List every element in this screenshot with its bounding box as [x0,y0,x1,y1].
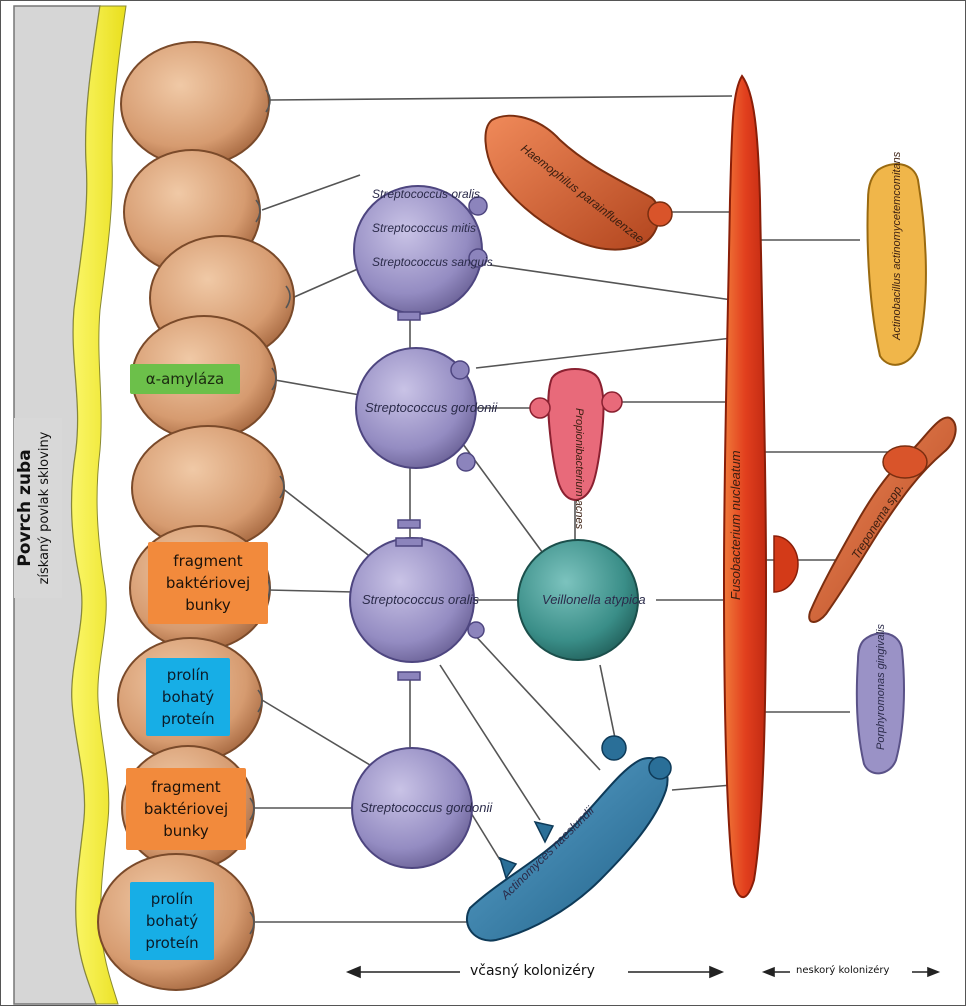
label-strep-gordonii-top: Streptococcus gordonii [365,400,498,415]
receptor-label-fragment-2: fragment baktériovej bunky [126,768,246,850]
receptor-label-prolin-2: prolín bohatý proteín [130,882,214,960]
receptor-cell-1 [121,42,269,166]
label-porphyromonas: Porphyromonas gingivalis [875,624,887,750]
label-strep-oralis-top: Streptococcus oralis [372,187,480,201]
actinomyces-adhesin-2 [649,757,671,779]
label-actinobacillus: Actinobacillus actinomycetemcomitans [891,151,903,341]
label-strep-mitis: Streptococcus mitis [372,221,476,235]
label-propionibacterium: Propionibacterium acnes [573,408,585,530]
receptor-label-amylase: α-amyláza [130,364,240,394]
propionibacterium-adhesin-2 [602,392,622,412]
receptor-label-fragment-1: fragment baktériovej bunky [148,542,268,624]
tooth-surface-subtitle: získaný povlak skloviny [36,408,54,608]
streptococcus-group-cell [354,186,482,314]
receptor-label-prolin-1: prolín bohatý proteín [146,658,230,736]
haemophilus-adhesin [648,202,672,226]
fusobacterium-adhesin [774,536,798,592]
label-fusobacterium: Fusobacterium nucleatum [728,450,743,600]
label-strep-oralis-mid: Streptococcus oralis [362,592,480,607]
actinomyces-cell [467,758,668,941]
propionibacterium-adhesin [530,398,550,418]
axis-label-late: neskorý kolonizéry [796,965,889,976]
label-veillonella: Veillonella atypica [542,592,646,607]
tooth-surface-title: Povrch zuba [14,408,36,608]
treponema-adhesin [883,446,927,478]
label-strep-sanguis: Streptococcus sanguis [372,255,493,269]
axis-label-early: včasný kolonizéry [470,963,595,979]
label-strep-gordonii-bottom: Streptococcus gordonii [360,800,493,815]
tooth-surface-label: Povrch zuba získaný povlak skloviny [14,408,62,608]
actinomyces-adhesin-1 [602,736,626,760]
